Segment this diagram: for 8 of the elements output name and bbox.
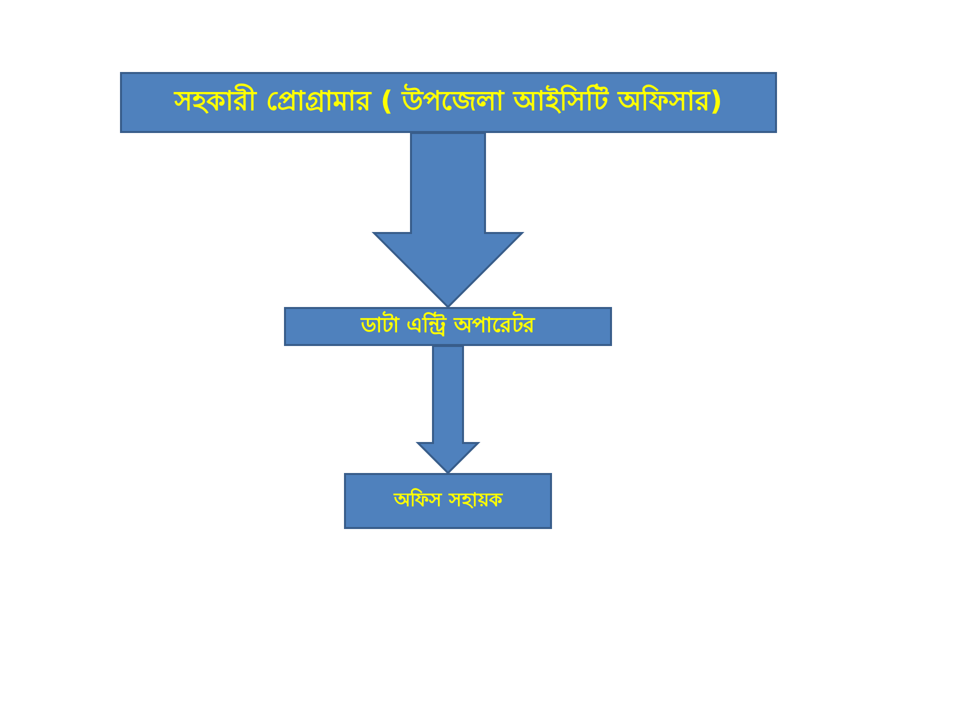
box-label: ডাটা এন্ট্রি অপারেটর <box>361 310 535 339</box>
block-arrow <box>372 132 524 308</box>
block-arrow <box>416 345 480 474</box>
process-box <box>120 72 777 133</box>
process-box <box>344 473 552 529</box>
box-label: সহকারী প্রোগ্রামার ( উপজেলা আইসিটি অফিসার) <box>174 80 722 125</box>
box-label: অফিস সহায়ক <box>394 487 502 513</box>
process-box <box>284 307 612 346</box>
